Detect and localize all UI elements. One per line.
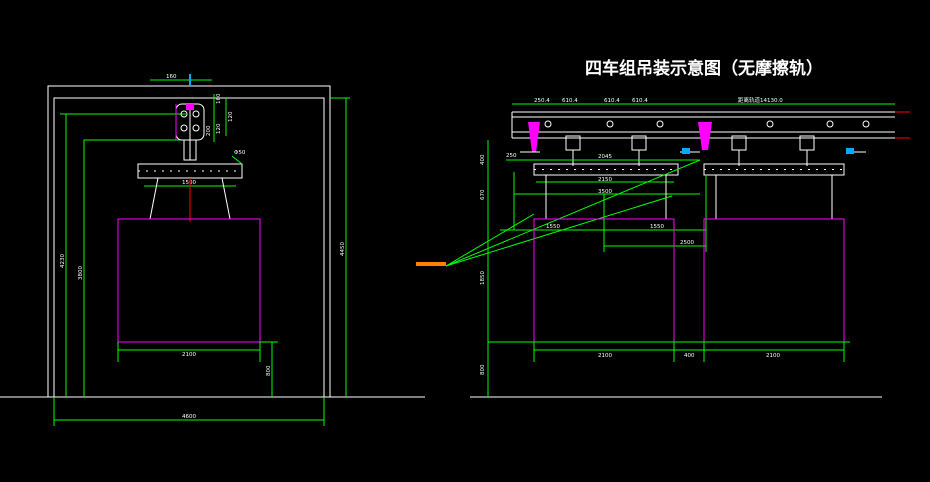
leader-line: [445, 195, 673, 267]
right-elevation-view: 250.4 610.4 610.4 610.4 距离轨道14130.0: [416, 96, 910, 398]
dim-label: 400: [684, 353, 695, 359]
spreader-beam-2: [703, 163, 845, 176]
left-elevation-view: 160 160 120 120 200 Φ50 1500: [0, 74, 425, 426]
wheel: [656, 120, 664, 128]
wheel-clusters: [520, 120, 870, 166]
trolleys: [528, 122, 712, 152]
load-box-left: [117, 218, 261, 343]
dim-label: 2100: [766, 353, 780, 359]
wheel: [544, 120, 552, 128]
dim-label: 4450: [340, 242, 346, 256]
dim-label: 4230: [60, 254, 66, 268]
leader-line: [445, 159, 701, 267]
wheel: [606, 120, 614, 128]
sling: [149, 177, 159, 220]
dim-label: 3800: [78, 266, 84, 280]
gantry-frame-inner: [53, 97, 325, 397]
dim-label: 610.4: [632, 98, 648, 104]
trolley-2: [698, 122, 712, 150]
dim-frame-3800: [83, 139, 186, 397]
dim-label: 120: [216, 123, 222, 134]
dim-label: 800: [480, 364, 486, 375]
dim-label: 2100: [182, 352, 196, 358]
dim-label: 670: [480, 189, 486, 200]
slings: [545, 175, 833, 219]
dim-label: 250.4: [534, 98, 550, 104]
dim-label: 2045: [598, 154, 612, 160]
wheel: [180, 124, 188, 132]
sling: [221, 177, 231, 220]
wheel: [192, 110, 200, 118]
load-box-right-2: [703, 218, 845, 343]
dim-label: 160: [216, 93, 222, 104]
blue-marker: [682, 148, 690, 154]
dim-label: 610.4: [562, 98, 578, 104]
hanger-link: [183, 139, 197, 161]
ground-marker: [416, 262, 446, 266]
dim-label: 1850: [480, 271, 486, 285]
dim-label: 距离轨道14130.0: [738, 96, 783, 104]
dim-label: 2150: [598, 177, 612, 183]
dim-label: 250: [506, 153, 517, 159]
dim-label: 4600: [182, 414, 196, 420]
trolley-marker: [186, 104, 194, 110]
trolley-1: [528, 122, 540, 152]
dim-label: 400: [480, 154, 486, 165]
dim-label: 120: [228, 111, 234, 122]
dim-label: 1500: [182, 180, 196, 186]
dim-label: 3500: [598, 189, 612, 195]
drawing-title: 四车组吊装示意图（无摩擦轨）: [585, 58, 823, 79]
dim-label: Φ50: [234, 150, 246, 156]
blue-marker: [846, 148, 854, 154]
wheel: [766, 120, 774, 128]
wheel: [180, 110, 188, 118]
wheel: [862, 120, 870, 128]
dim-label: 800: [266, 365, 272, 376]
trolley-assembly: [175, 103, 205, 161]
dim-label: 2500: [680, 240, 694, 246]
dim-label: 160: [166, 74, 177, 80]
wheel: [192, 124, 200, 132]
wheel: [826, 120, 834, 128]
dim-label: 2100: [598, 353, 612, 359]
leader-beam-d: [231, 155, 243, 165]
leader-line: [445, 213, 535, 267]
dim-label: 1550: [650, 224, 664, 230]
dim-label: 1550: [546, 224, 560, 230]
dim-label: 200: [206, 125, 212, 136]
dim-label: 610.4: [604, 98, 620, 104]
